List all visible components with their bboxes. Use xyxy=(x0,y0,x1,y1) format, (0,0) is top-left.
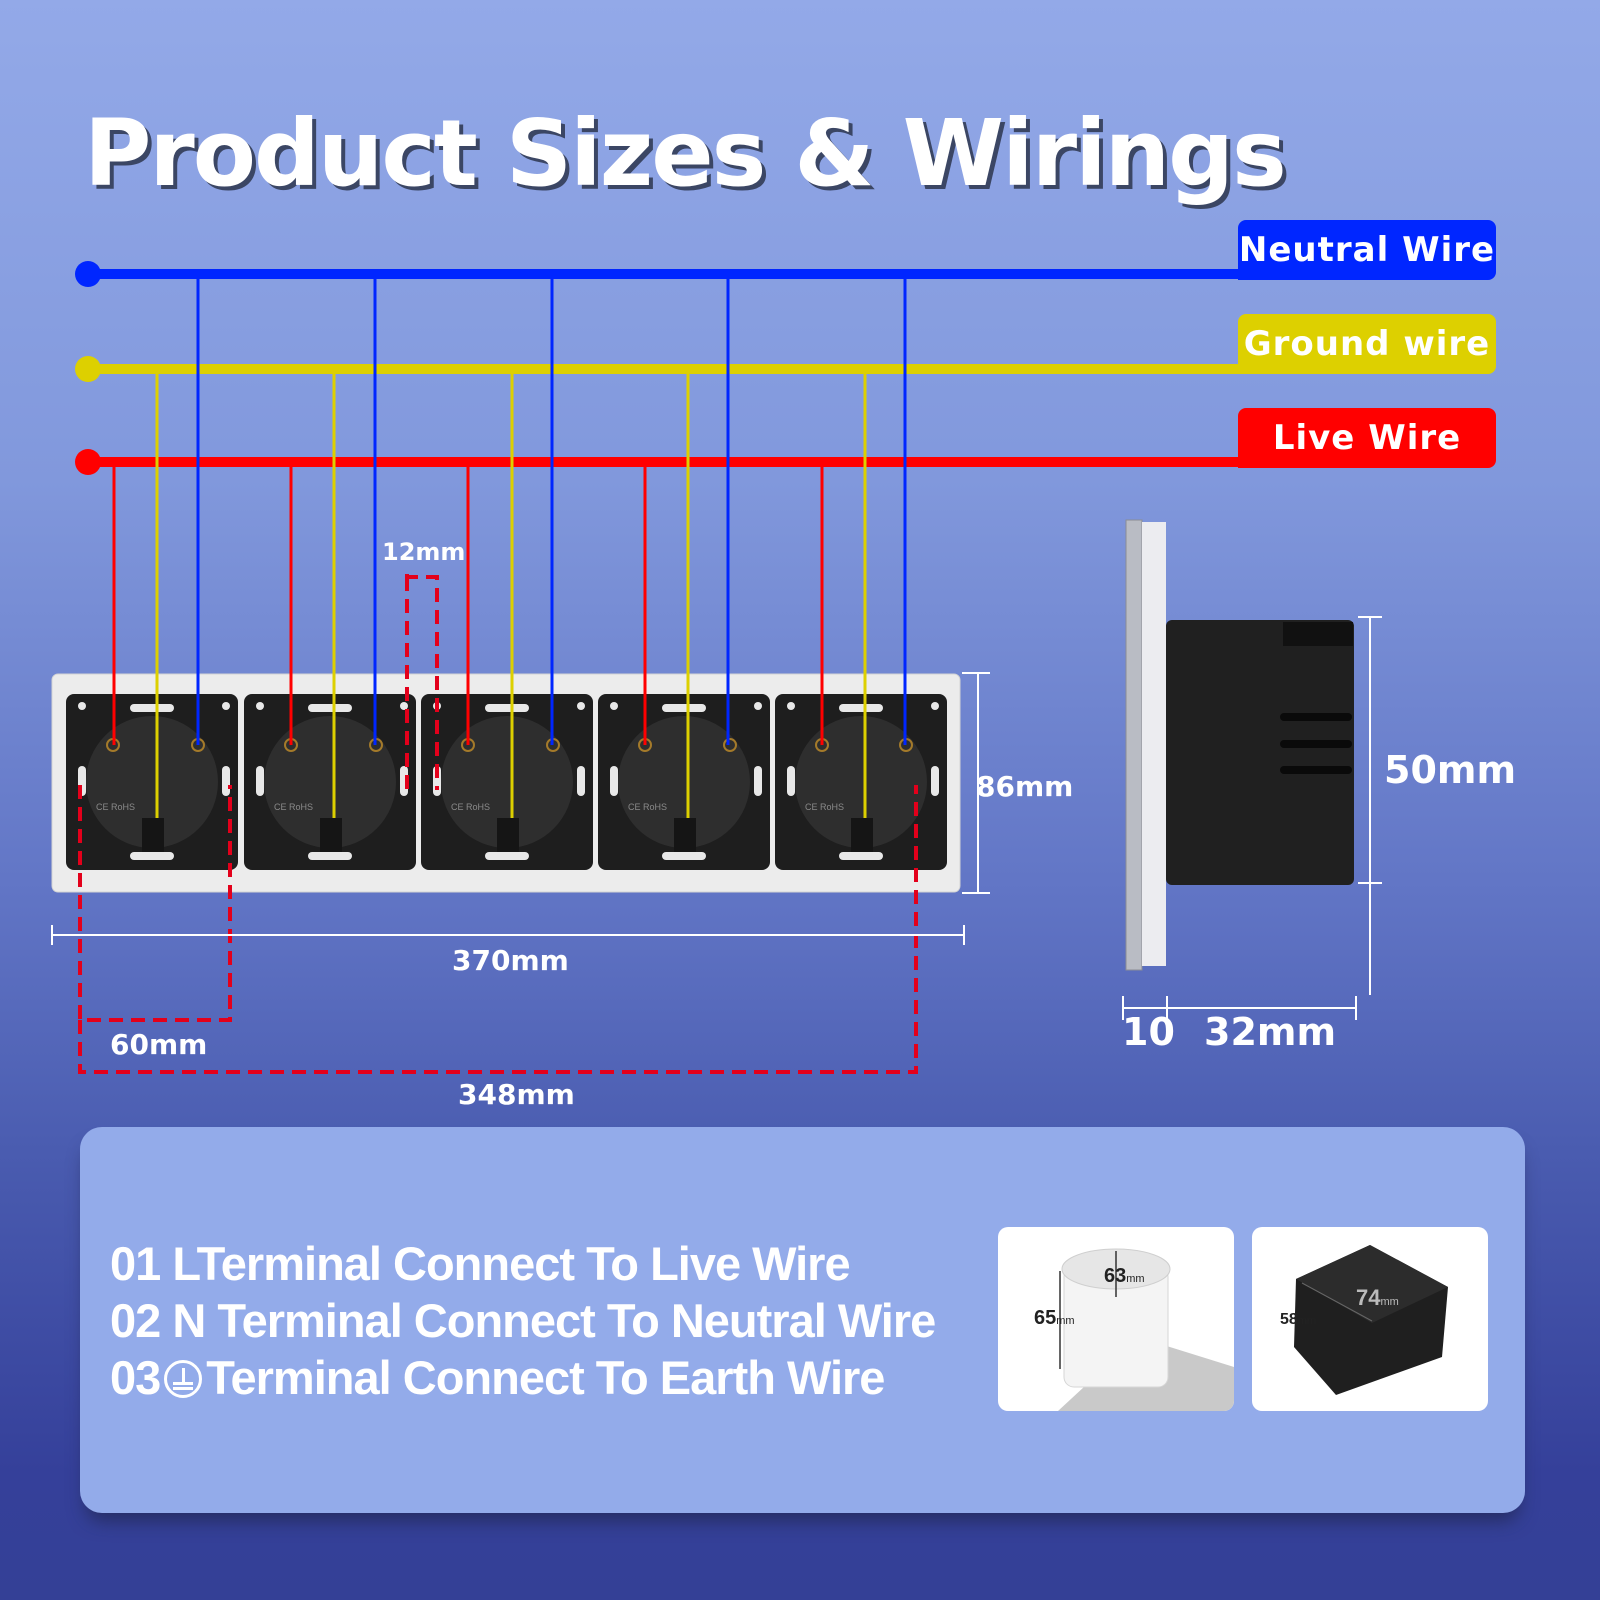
module-width-dimension: 60mm xyxy=(110,1028,208,1061)
live-bus xyxy=(75,449,1280,475)
gap-dimension: 12mm xyxy=(382,538,466,566)
side-height-dimension: 50mm xyxy=(1384,748,1517,792)
ground-drops xyxy=(155,373,867,818)
neutral-bus xyxy=(75,261,1280,287)
neutral-wire-label: Neutral Wire xyxy=(1238,220,1496,280)
round-box-diameter-label: 63mm xyxy=(1104,1265,1145,1287)
plate-depth-dimension: 10 xyxy=(1122,1010,1175,1054)
socket-panel-front: CE RoHS CE RoHS CE RoHS CE RoHS CE RoHS xyxy=(51,673,961,893)
svg-text:CE RoHS: CE RoHS xyxy=(805,802,844,812)
svg-text:CE RoHS: CE RoHS xyxy=(96,802,135,812)
total-width-dimension: 370mm xyxy=(452,944,569,977)
round-box-height-label: 65mm xyxy=(1034,1307,1075,1329)
body-depth-dimension: 32mm xyxy=(1204,1010,1337,1054)
earth-ground-icon xyxy=(164,1360,203,1398)
round-junction-box-image: 65mm 63mm xyxy=(998,1227,1234,1411)
svg-text:CE RoHS: CE RoHS xyxy=(451,802,490,812)
socket-side-view xyxy=(1125,519,1354,971)
ground-wire-label: Ground wire xyxy=(1238,314,1496,374)
dimension-guides xyxy=(78,574,918,1074)
ground-bus xyxy=(75,356,1280,382)
instructions-panel: 01 LTerminal Connect To Live Wire 02 N T… xyxy=(80,1127,1525,1513)
instruction-item: 01 LTerminal Connect To Live Wire xyxy=(110,1237,851,1290)
svg-text:CE RoHS: CE RoHS xyxy=(274,802,313,812)
instruction-list: 01 LTerminal Connect To Live Wire 02 N T… xyxy=(110,1235,936,1406)
square-box-height-label: 58mm xyxy=(1280,1311,1317,1328)
neutral-drops xyxy=(196,278,907,745)
live-drops xyxy=(112,466,824,745)
dimension-lines xyxy=(51,616,1382,1020)
page-title: Product Sizes & Wirings xyxy=(84,100,1287,207)
hole-span-dimension: 348mm xyxy=(458,1078,575,1111)
height-dimension: 86mm xyxy=(976,770,1074,803)
live-wire-label: Live Wire xyxy=(1238,408,1496,468)
square-box-width-label: 74mm xyxy=(1356,1285,1399,1310)
square-junction-box-image: 58mm 74mm xyxy=(1252,1227,1488,1411)
svg-text:CE RoHS: CE RoHS xyxy=(628,802,667,812)
instruction-item: 02 N Terminal Connect To Neutral Wire xyxy=(110,1294,936,1347)
